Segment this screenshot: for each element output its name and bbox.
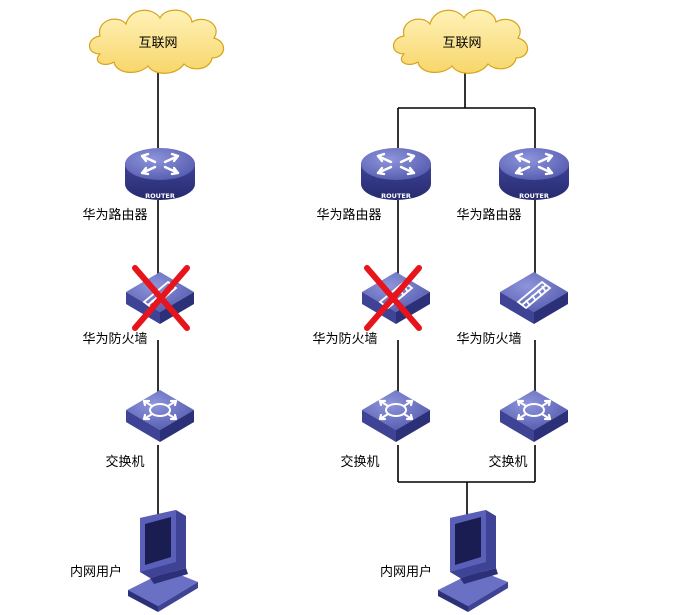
internet-label: 互联网 — [138, 36, 177, 51]
firewall-label: 华为防火墙 — [456, 331, 521, 347]
internet-label: 互联网 — [442, 36, 481, 51]
internet-cloud-left: 互联网 — [88, 9, 225, 74]
pc-label: 内网用户 — [70, 564, 122, 580]
router-label: 华为路由器 — [456, 207, 521, 223]
left-topology: 互联网 ROUTER 华为路由器 华为防火墙 交换机 内网用户 — [70, 9, 225, 612]
switch-label: 交换机 — [340, 454, 379, 470]
switch-label: 交换机 — [488, 454, 527, 470]
internet-cloud-right: 互联网 — [392, 9, 529, 74]
router-label: 华为路由器 — [316, 207, 381, 223]
router-label: 华为路由器 — [82, 207, 147, 223]
switch-label: 交换机 — [105, 454, 144, 470]
router-badge: ROUTER — [519, 192, 549, 200]
switch-right-a — [360, 388, 432, 444]
pc-label: 内网用户 — [380, 564, 432, 580]
router-badge: ROUTER — [145, 192, 175, 200]
firewall-label: 华为防火墙 — [82, 331, 147, 347]
firewall-label: 华为防火墙 — [312, 331, 377, 347]
pc-left — [128, 510, 198, 612]
router-right-a: ROUTER — [359, 146, 433, 202]
pc-right — [438, 510, 508, 612]
switch-right-b — [498, 388, 570, 444]
router-badge: ROUTER — [381, 192, 411, 200]
router-right-b: ROUTER — [497, 146, 571, 202]
firewall-right-b — [499, 271, 569, 325]
switch-left — [124, 388, 196, 444]
right-topology: 互联网 ROUTER 华为路由器 ROUTER 华为路由器 华为防火墙 华为防火… — [312, 9, 571, 612]
router-left: ROUTER — [123, 146, 197, 202]
